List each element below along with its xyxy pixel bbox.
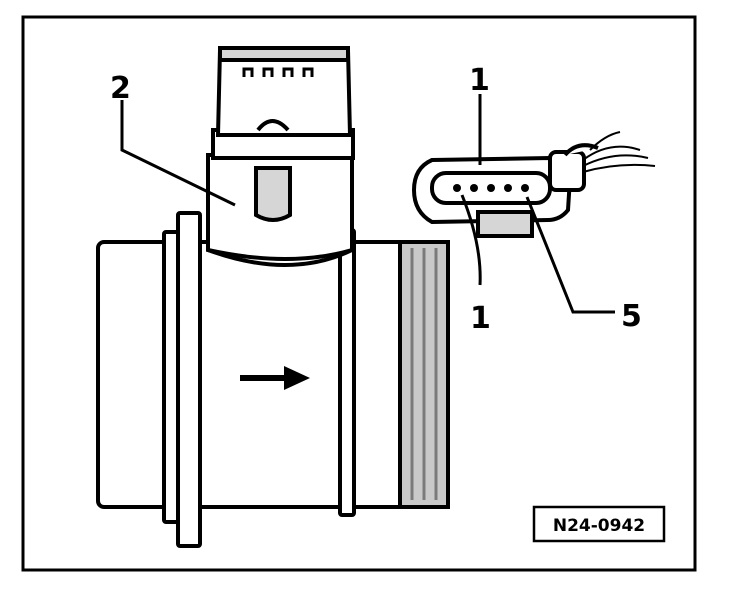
plug-socket: [215, 48, 353, 137]
connector-pin: [453, 184, 461, 192]
connector-latch: [476, 210, 534, 238]
connector-wire: [582, 163, 656, 173]
connector-boot: [548, 150, 586, 192]
connector-wire: [582, 145, 641, 161]
flange-left: [176, 211, 202, 548]
connector-pin: [504, 184, 512, 192]
connector-pin: [470, 184, 478, 192]
socket-pin: [302, 67, 314, 77]
callout-pin-last: 5: [621, 299, 642, 334]
connector-wire: [582, 154, 649, 167]
socket-pin: [242, 67, 254, 77]
callout-leaders: [120, 94, 615, 314]
leader-line-pin-1: [460, 194, 482, 286]
connector-pins: [453, 184, 529, 192]
meter-tube-body: [96, 240, 450, 509]
socket-pins: [242, 67, 314, 77]
socket-pin: [282, 67, 294, 77]
callout-connector: 1: [469, 63, 490, 98]
connector-wires: [582, 131, 656, 173]
callout-meter-body: 2: [110, 71, 131, 106]
sensor-housing-curve: [207, 248, 353, 267]
flow-arrow-head-icon: [284, 366, 310, 390]
flange-left-inner: [162, 230, 180, 524]
flange-right: [338, 228, 356, 517]
sensor-tab: [254, 166, 292, 222]
socket-pin: [262, 67, 274, 77]
callout-pin-first: 1: [470, 301, 491, 336]
air-mass-meter: [96, 46, 450, 548]
connector-pin: [521, 184, 529, 192]
leader-line-2: [120, 100, 236, 207]
plug-socket-lip: [218, 46, 350, 62]
leader-line-pin-5: [525, 196, 615, 314]
reference-code: N24-0942: [553, 516, 645, 536]
plug-socket-notch: [256, 119, 290, 132]
flow-direction-arrow: [240, 366, 310, 390]
connector-wire: [589, 131, 621, 151]
connector-pin: [487, 184, 495, 192]
reference-box: [532, 505, 666, 543]
